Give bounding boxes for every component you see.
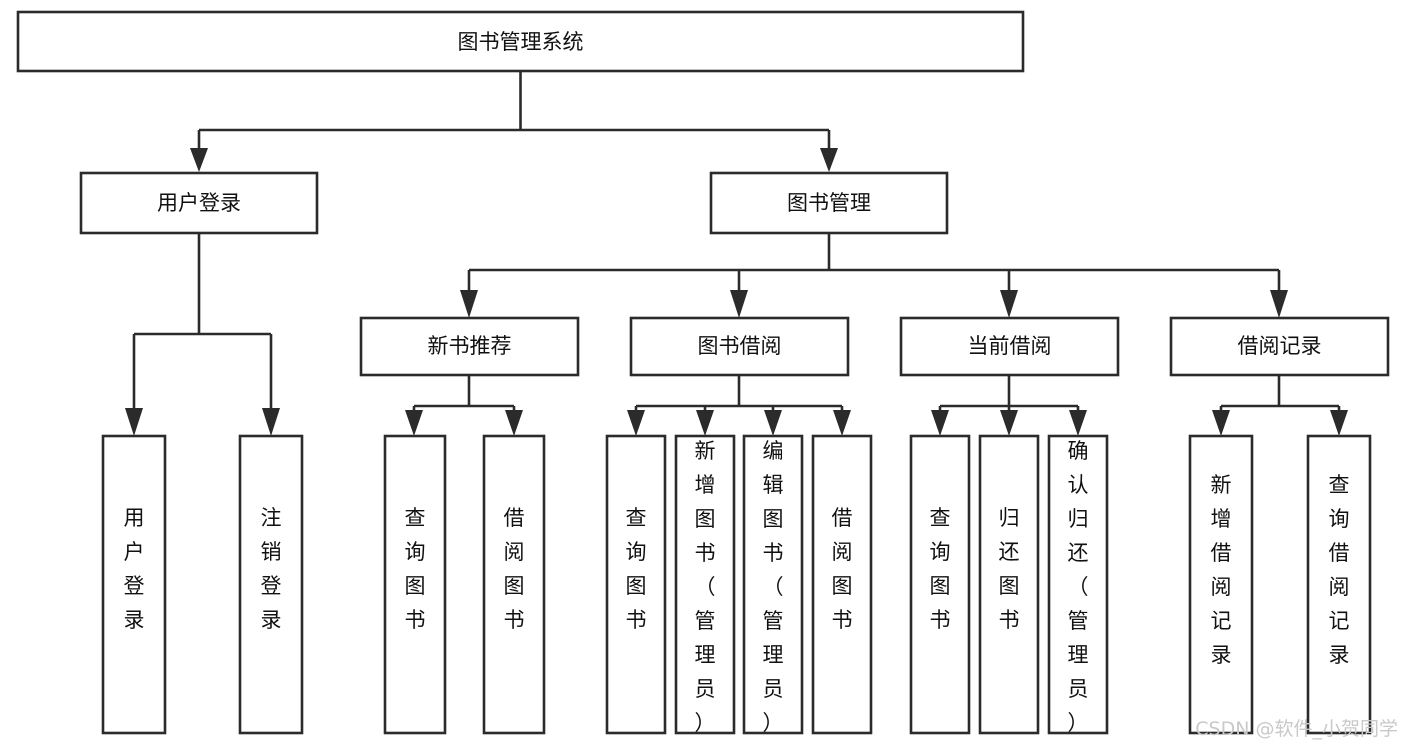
arrow-to-leaf-query-book-borrow (627, 410, 645, 436)
arrow-to-leaf-borrow-book-recommend (505, 410, 523, 436)
leaf-return-book-box[interactable] (978, 434, 1040, 735)
node-leaf-query-book-current[interactable]: 查询图书 (909, 434, 971, 735)
leaf-query-book-borrow-label: 查询图书 (626, 506, 647, 632)
leaf-edit-book-box[interactable] (742, 434, 804, 735)
arrow-to-current-borrow (1000, 290, 1018, 318)
book-management-box[interactable] (709, 171, 949, 235)
arrow-to-book-management (820, 148, 838, 172)
leaf-query-book-current-box[interactable] (909, 434, 971, 735)
arrow-to-user-login (190, 148, 208, 172)
arrow-to-leaf-add-book (696, 410, 714, 436)
node-leaf-edit-book[interactable]: 编辑图书（管理员） (742, 434, 804, 735)
user-login-box[interactable] (79, 171, 319, 235)
arrow-to-leaf-query-book-recommend (405, 410, 423, 436)
book-management-label: 图书管理 (787, 191, 871, 215)
root-box[interactable] (16, 10, 1025, 73)
book-borrow-box[interactable] (629, 316, 850, 377)
arrow-to-leaf-user-login (125, 408, 143, 436)
leaf-add-borrow-record-label: 新增借阅记录 (1211, 473, 1232, 667)
node-book-borrow[interactable]: 图书借阅 (629, 316, 850, 377)
leaf-query-borrow-record-label: 查询借阅记录 (1329, 473, 1350, 667)
node-borrow-record[interactable]: 借阅记录 (1169, 316, 1390, 377)
node-book-management[interactable]: 图书管理 (709, 171, 949, 235)
node-user-login[interactable]: 用户登录 (79, 171, 319, 235)
leaf-borrow-book-label: 借阅图书 (832, 506, 853, 632)
leaf-edit-book-label: 编辑图书（管理员） (763, 439, 784, 735)
arrow-to-borrow-record (1270, 290, 1288, 318)
node-leaf-add-borrow-record[interactable]: 新增借阅记录 (1188, 434, 1254, 735)
arrow-to-leaf-query-borrow-record (1330, 410, 1348, 436)
leaf-add-book-label: 新增图书（管理员） (695, 439, 716, 735)
leaf-confirm-return-label: 确认归还（管理员） (1068, 439, 1089, 735)
current-borrow-label: 当前借阅 (968, 334, 1052, 358)
leaf-add-borrow-record-box[interactable] (1188, 434, 1254, 735)
node-leaf-user-login[interactable]: 用户登录 (101, 434, 167, 735)
arrow-to-leaf-confirm-return (1069, 410, 1087, 436)
node-leaf-add-book[interactable]: 新增图书（管理员） (674, 434, 736, 735)
leaf-user-login-label: 用户登录 (124, 506, 145, 632)
arrow-to-leaf-return-book (1000, 410, 1018, 436)
arrow-to-leaf-add-borrow-record (1212, 410, 1230, 436)
leaf-logout-login-label: 注销登录 (261, 506, 282, 632)
connector-layer (125, 71, 1348, 436)
leaf-query-book-current-label: 查询图书 (930, 506, 951, 632)
node-new-book-recommend[interactable]: 新书推荐 (359, 316, 580, 377)
arrow-to-leaf-edit-book (764, 410, 782, 436)
node-leaf-logout-login[interactable]: 注销登录 (238, 434, 304, 735)
borrow-record-box[interactable] (1169, 316, 1390, 377)
borrow-record-label: 借阅记录 (1238, 334, 1322, 358)
arrow-to-leaf-logout-login (262, 408, 280, 436)
csdn-watermark: CSDN @软件_小贺同学 (1195, 718, 1398, 740)
leaf-query-book-borrow-box[interactable] (605, 434, 667, 735)
node-leaf-confirm-return[interactable]: 确认归还（管理员） (1047, 434, 1109, 735)
node-root[interactable]: 图书管理系统 (16, 10, 1025, 73)
leaf-borrow-book-recommend-label: 借阅图书 (504, 506, 525, 632)
leaf-logout-login-box[interactable] (238, 434, 304, 735)
leaf-query-book-recommend-label: 查询图书 (405, 506, 426, 632)
new-book-recommend-label: 新书推荐 (428, 334, 512, 358)
node-leaf-return-book[interactable]: 归还图书 (978, 434, 1040, 735)
leaf-query-book-recommend-box[interactable] (383, 434, 447, 735)
leaf-query-borrow-record-box[interactable] (1306, 434, 1372, 735)
leaf-user-login-box[interactable] (101, 434, 167, 735)
node-leaf-query-book-recommend[interactable]: 查询图书 (383, 434, 447, 735)
new-book-recommend-box[interactable] (359, 316, 580, 377)
leaf-confirm-return-box[interactable] (1047, 434, 1109, 735)
arrow-to-new-book-recommend (460, 290, 478, 318)
leaf-add-book-box[interactable] (674, 434, 736, 735)
arrow-to-book-borrow (730, 290, 748, 318)
current-borrow-box[interactable] (899, 316, 1120, 377)
arrow-to-leaf-borrow-book (833, 410, 851, 436)
node-leaf-query-book-borrow[interactable]: 查询图书 (605, 434, 667, 735)
leaf-return-book-label: 归还图书 (999, 506, 1020, 632)
node-leaf-borrow-book[interactable]: 借阅图书 (811, 434, 873, 735)
node-leaf-query-borrow-record[interactable]: 查询借阅记录 (1306, 434, 1372, 735)
arrow-to-leaf-query-book-current (931, 410, 949, 436)
book-borrow-label: 图书借阅 (698, 334, 782, 358)
node-current-borrow[interactable]: 当前借阅 (899, 316, 1120, 377)
root-label: 图书管理系统 (458, 30, 584, 54)
node-leaf-borrow-book-recommend[interactable]: 借阅图书 (482, 434, 546, 735)
leaf-borrow-book-recommend-box[interactable] (482, 434, 546, 735)
user-login-label: 用户登录 (157, 191, 241, 215)
leaf-borrow-book-box[interactable] (811, 434, 873, 735)
